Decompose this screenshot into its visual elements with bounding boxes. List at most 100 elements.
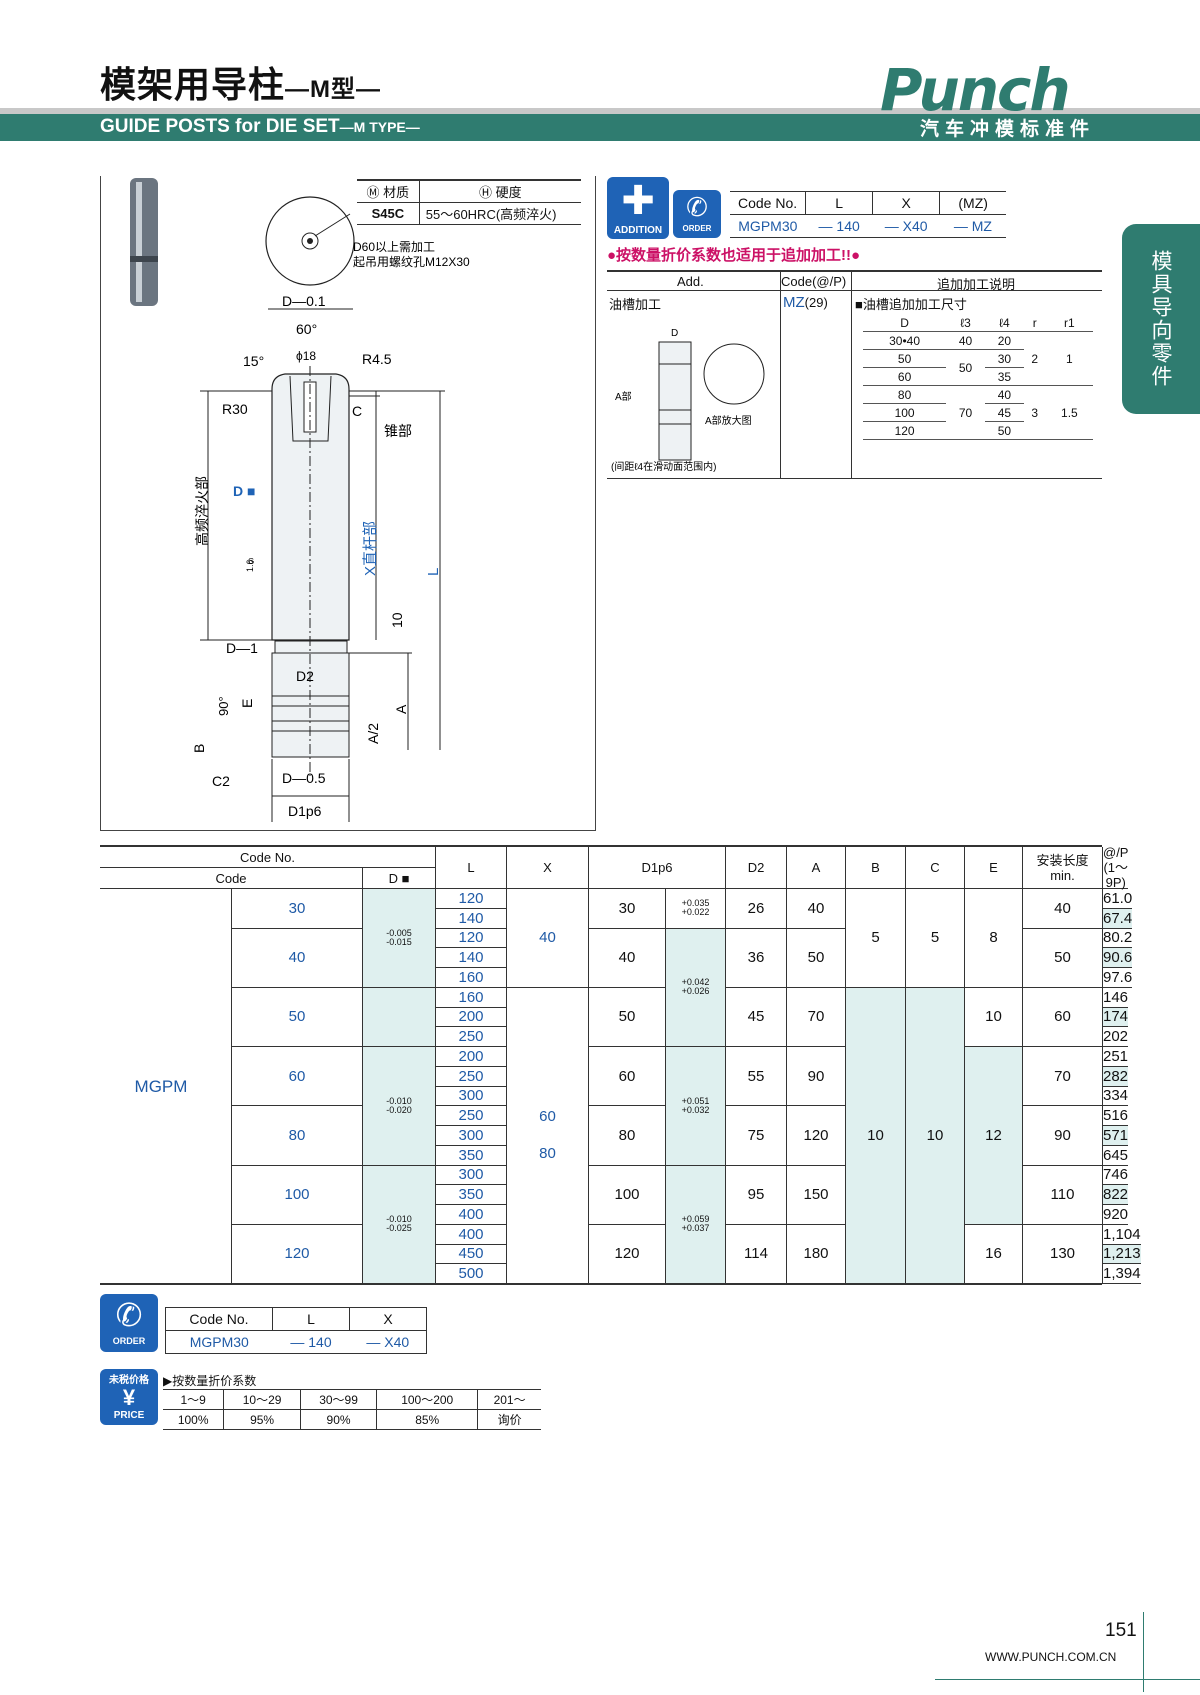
a-value: 120: [786, 1106, 845, 1166]
d-value: 30: [231, 889, 362, 929]
l-value: 250: [435, 1106, 506, 1126]
d-value: 50: [231, 987, 362, 1047]
price-title: ▶按数量折价系数: [163, 1374, 257, 1388]
punch-logo: Punch: [880, 56, 1071, 124]
d-tolerance: -0.010-0.025: [362, 1165, 435, 1284]
d2-value: 95: [725, 1165, 786, 1225]
d-value: 120: [231, 1224, 362, 1284]
l-value: 400: [435, 1205, 506, 1225]
header-h_d2: D2: [725, 847, 786, 889]
l-value: 140: [435, 948, 506, 968]
d-tolerance: [362, 987, 435, 1047]
qty: 10～29: [223, 1389, 301, 1410]
d1-value: 30: [588, 889, 665, 929]
label-hardened: 高频淬火部: [194, 476, 210, 546]
d1-value: 100: [588, 1165, 665, 1225]
header-h_d1p6: D1p6: [588, 847, 725, 889]
price-value: 251: [1102, 1047, 1129, 1067]
l-value: 200: [435, 1007, 506, 1028]
ex-h-x: X: [872, 191, 940, 215]
install-value: 40: [1022, 889, 1102, 929]
o2-l: — 140: [272, 1330, 350, 1354]
install-value: 90: [1022, 1106, 1102, 1166]
gd-l4: 20: [984, 331, 1024, 350]
label-B: B: [191, 744, 207, 753]
b-value: 5: [845, 889, 905, 988]
c-value: 10: [905, 987, 964, 1284]
header-h_L: L: [435, 847, 506, 889]
oil-groove-figure: D A部 A部放大图 (间距ℓ4在滑动面范围内): [611, 328, 765, 473]
l-value: 300: [435, 1086, 506, 1107]
o2-h-code: Code No.: [165, 1307, 273, 1331]
c-value: 5: [905, 889, 964, 988]
l-value: 160: [435, 987, 506, 1008]
a-value: 40: [786, 889, 845, 929]
price-value: 516: [1102, 1106, 1129, 1126]
d2-value: 45: [725, 987, 786, 1047]
gd-l4: 45: [984, 403, 1024, 422]
rate: 95%: [223, 1409, 301, 1430]
o2-h-l: L: [272, 1307, 350, 1331]
d2-value: 26: [725, 889, 786, 929]
b-value: 10: [845, 987, 905, 1284]
header-h_E: E: [964, 847, 1022, 889]
install-value: 50: [1022, 928, 1102, 988]
gd-h-r: r: [1023, 314, 1046, 332]
price-value: 67.4: [1102, 908, 1133, 929]
order-badge-2: ✆ORDER: [100, 1294, 158, 1352]
material-header: Ⓜ 材质: [357, 179, 420, 203]
h-d: D ■: [362, 868, 435, 889]
guide-post-drawing: D60以上需加工 起吊用螺纹孔M12X30 D—0.1 60° 15° ϕ18 …: [130, 178, 470, 822]
price-badge: 未税价格¥PRICE: [100, 1369, 158, 1425]
d1-value: 80: [588, 1106, 665, 1166]
label-g: G: [248, 557, 254, 566]
price-value: 645: [1102, 1145, 1129, 1166]
price-value: 282: [1102, 1066, 1129, 1087]
end-view: [265, 196, 355, 286]
d1-value: 50: [588, 987, 665, 1047]
add-h-desc: 追加加工说明: [937, 277, 1016, 292]
price-value: 746: [1102, 1165, 1129, 1186]
h-codeno: Code No.: [100, 847, 435, 868]
price-value: 97.6: [1102, 968, 1133, 988]
d1-tolerance: +0.059+0.037: [665, 1165, 725, 1284]
price-value: 822: [1102, 1185, 1129, 1205]
dim-angle15: 15°: [243, 353, 264, 369]
label-cone: 锥部: [384, 423, 412, 439]
footer-url: WWW.PUNCH.COM.CN: [985, 1650, 1117, 1664]
e-value: 8: [964, 889, 1022, 988]
price-value: 571: [1102, 1126, 1129, 1146]
price-value: 334: [1102, 1086, 1129, 1107]
l-value: 200: [435, 1047, 506, 1067]
gd-r1: 1: [1045, 331, 1093, 386]
install-value: 70: [1022, 1047, 1102, 1107]
gd-l3: 70: [946, 385, 985, 440]
d2-value: 36: [725, 928, 786, 988]
code-mgpm: MGPM: [134, 1076, 188, 1096]
e-value: 12: [964, 1047, 1022, 1225]
label-g16: 1.6: [245, 559, 255, 572]
h-price: @/P(1～9P): [1102, 845, 1129, 890]
promo-text: ●按数量折价系数也适用于追加加工!!●: [607, 247, 861, 264]
qty: 30～99: [299, 1389, 377, 1410]
ex-l: — 140: [805, 214, 873, 238]
install-value: 130: [1022, 1224, 1102, 1284]
d2-value: 75: [725, 1106, 786, 1166]
label-ten: 10: [389, 612, 405, 628]
header-h_B: B: [845, 847, 905, 889]
dim-phi18: ϕ18: [296, 349, 316, 363]
footer-line: [935, 1679, 1200, 1680]
page-title-en: GUIDE POSTS for DIE SET—M TYPE—: [100, 116, 420, 137]
gd-l4: 40: [984, 385, 1024, 404]
gd-d: 30•40: [863, 331, 947, 350]
side-tab[interactable]: 模具导向零件: [1122, 224, 1200, 414]
gd-r: 3: [1023, 385, 1046, 440]
price-value: 90.6: [1102, 948, 1133, 968]
label-L: L: [425, 568, 442, 576]
end-view-hole: [301, 232, 319, 250]
l-value: 300: [435, 1165, 506, 1186]
price-value: 1,213: [1102, 1244, 1141, 1265]
